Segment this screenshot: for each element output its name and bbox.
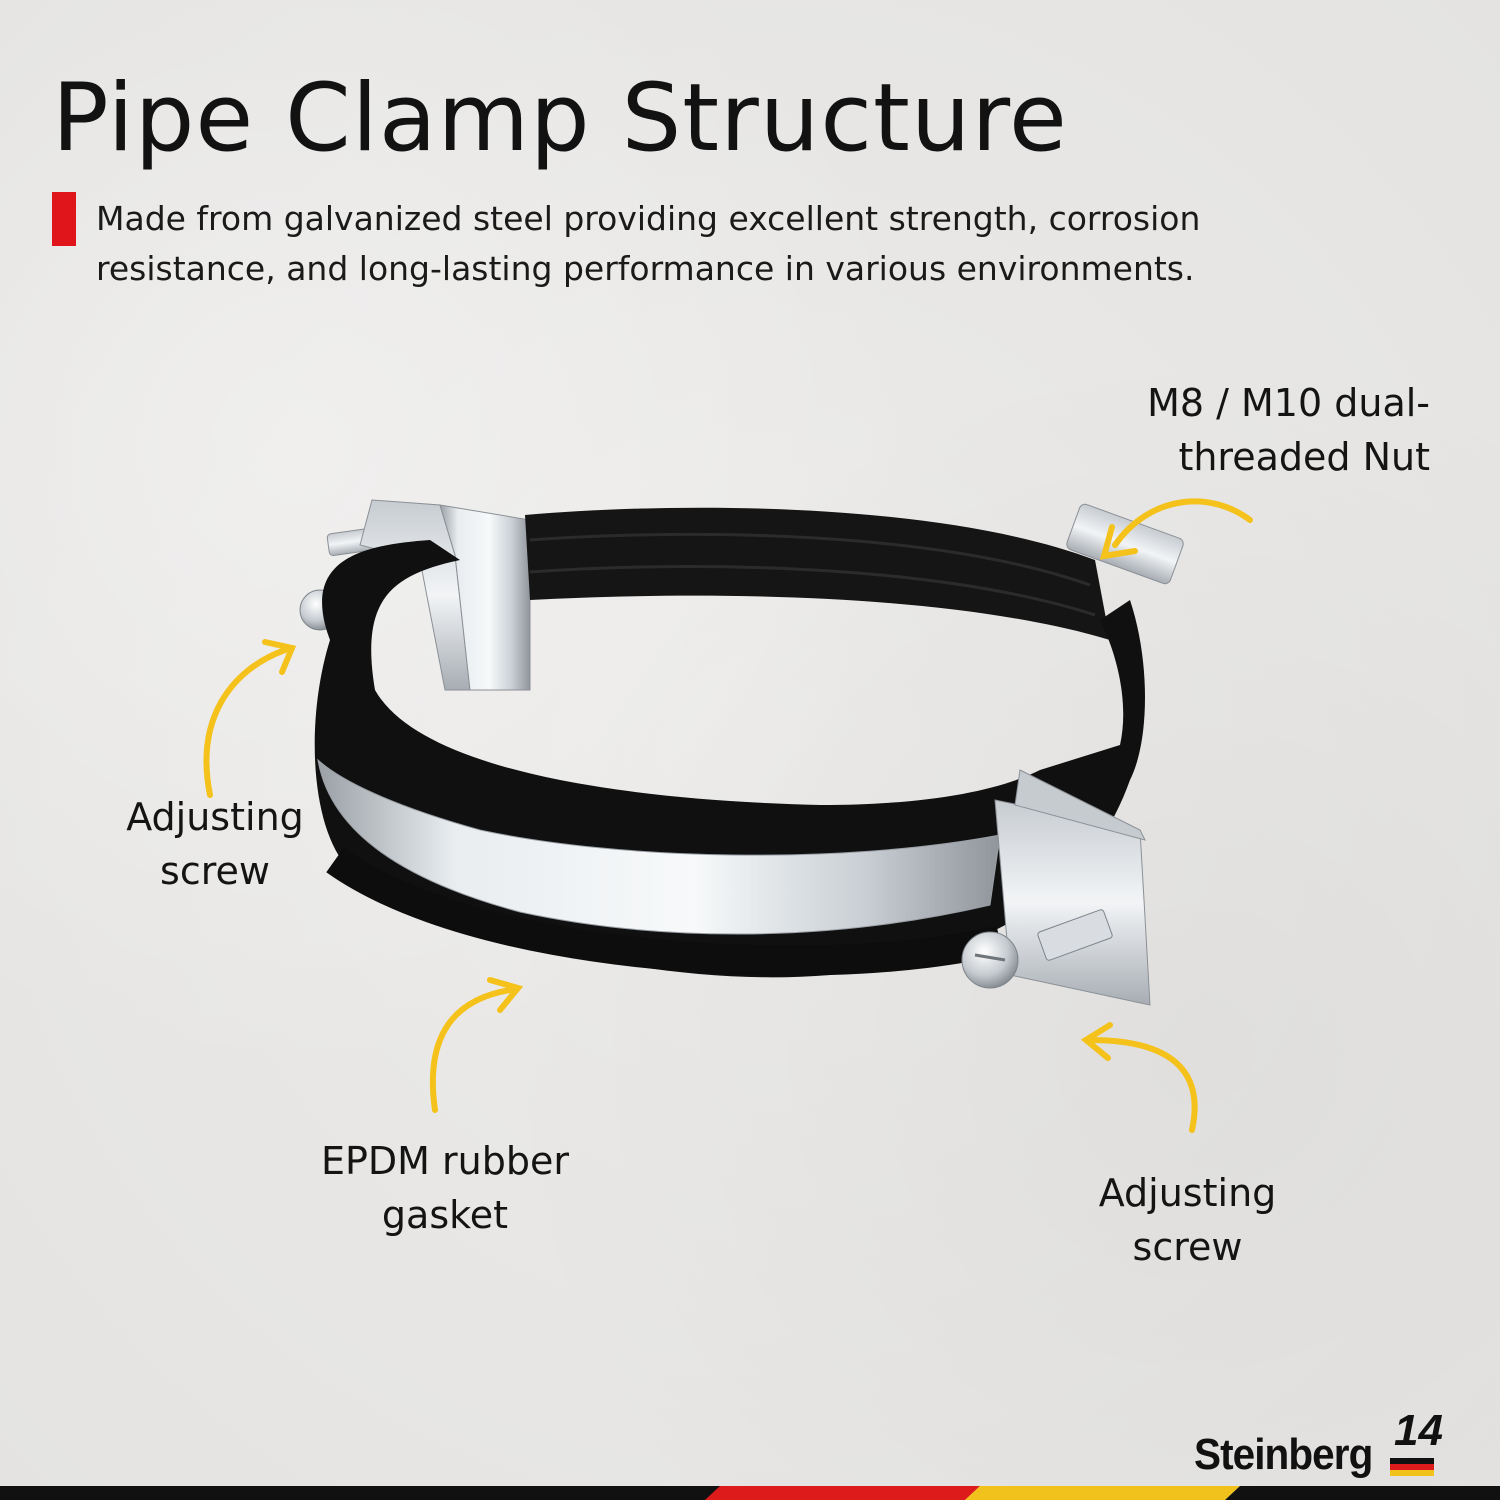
flag-stripes-icon xyxy=(1390,1458,1434,1476)
brand-number: 14 xyxy=(1394,1406,1443,1455)
brand-name: Steinberg xyxy=(1194,1430,1373,1479)
intro-text: Made from galvanized steel providing exc… xyxy=(96,199,1201,288)
arrow-nut xyxy=(1112,498,1253,548)
brand-logo: Steinberg 14 xyxy=(1194,1406,1454,1484)
callout-adjusting-screw-right: Adjusting screw xyxy=(1098,1171,1277,1269)
right-bracket-shape xyxy=(961,769,1151,1006)
callout-gasket: EPDM rubber gasket xyxy=(320,1139,569,1237)
callout-adjusting-screw-left: Adjusting screw xyxy=(126,795,304,893)
accent-bar xyxy=(52,192,76,246)
arrows xyxy=(203,498,1253,1133)
page-title: Pipe Clamp Structure xyxy=(52,64,1068,173)
arrow-screw-right xyxy=(1087,1037,1198,1133)
footer-stripes xyxy=(0,1486,1500,1500)
arrow-gasket xyxy=(429,987,513,1113)
callout-nut: M8 / M10 dual- threaded Nut xyxy=(1147,381,1430,479)
arrow-screw-left xyxy=(203,647,288,798)
